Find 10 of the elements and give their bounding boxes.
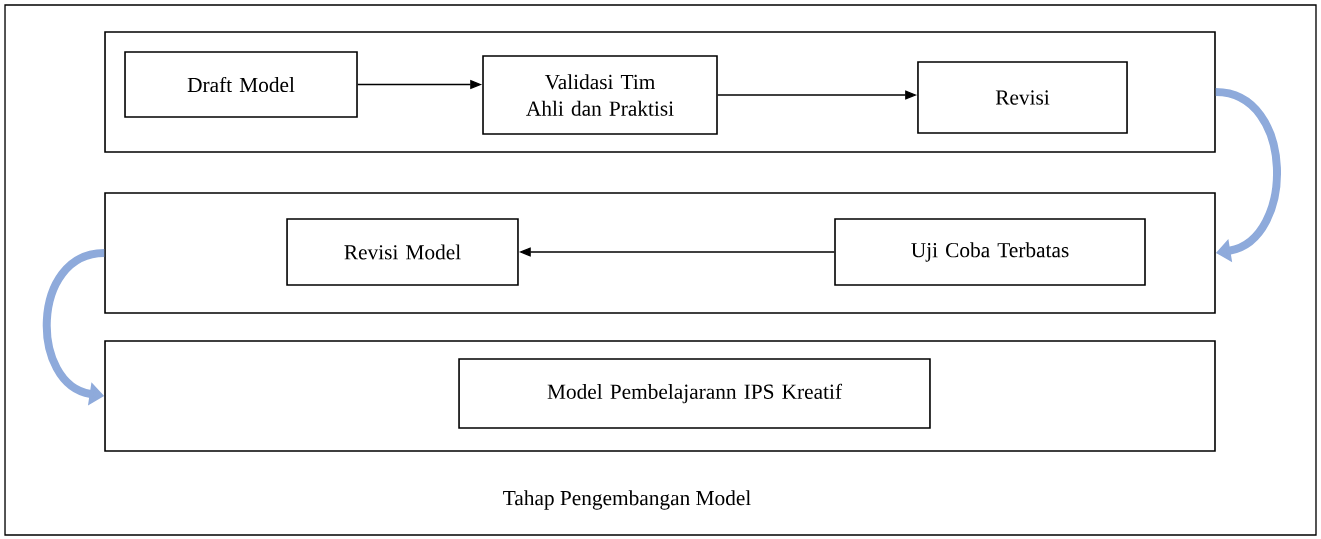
process-box: Model Pembelajarann IPS Kreatif bbox=[458, 358, 931, 429]
caption: Tahap Pengembangan Model bbox=[503, 490, 751, 510]
process-box: Draft Model bbox=[124, 51, 358, 118]
process-box: Revisi bbox=[917, 61, 1128, 134]
stage-band bbox=[104, 31, 1216, 153]
stage-band bbox=[104, 340, 1216, 452]
process-box: Revisi Model bbox=[286, 218, 519, 286]
process-box: Validasi Tim Ahli dan Praktisi bbox=[482, 55, 718, 135]
stage-band bbox=[104, 192, 1216, 314]
process-box: Uji Coba Terbatas bbox=[834, 218, 1146, 286]
